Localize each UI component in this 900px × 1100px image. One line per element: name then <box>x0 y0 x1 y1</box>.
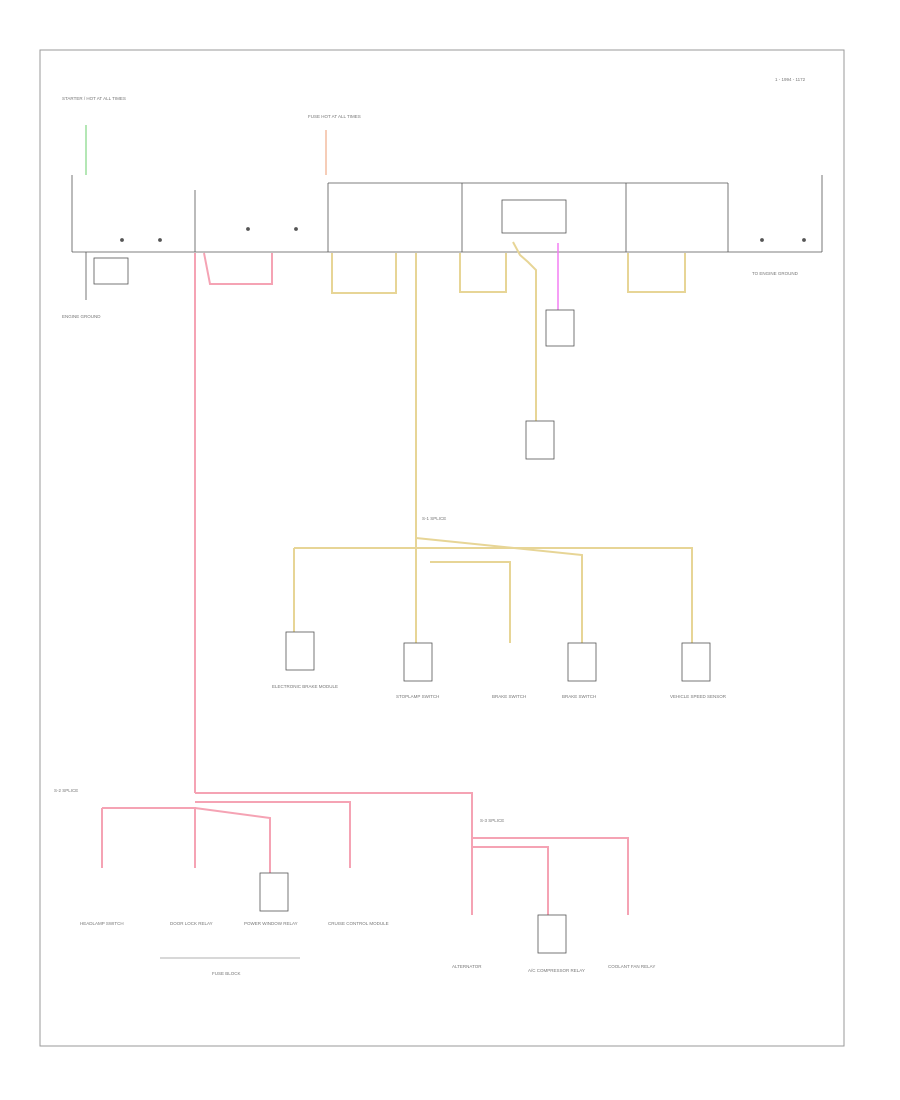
fuse-bus <box>71 175 823 300</box>
top-left-source-label: STARTER / HOT AT ALL TIMES <box>62 96 126 101</box>
diagram-id: 1 - 1994 - 1172 <box>775 77 806 82</box>
pink-load-3: POWER WINDOW RELAY <box>244 921 298 926</box>
pink-load-1: HEADLAMP SWITCH <box>80 921 124 926</box>
yellow-load-3: BRAKE SWITCH <box>492 694 526 699</box>
pink-right-load-2: A/C COMPRESSOR RELAY <box>528 968 585 973</box>
diagram-frame <box>39 49 845 1047</box>
bottom-left-ground-label: ENGINE GROUND <box>62 314 101 319</box>
pink-load-2: DOOR LOCK RELAY <box>170 921 213 926</box>
yellow-load-2: STOPLAMP SWITCH <box>396 694 439 699</box>
components <box>259 309 711 954</box>
yellow-splice-label: S-1 SPLICE <box>422 516 446 521</box>
top-center-source-label: FUSE HOT AT ALL TIMES <box>308 114 361 119</box>
connector-group-label: FUSE BLOCK <box>212 971 241 976</box>
pink-right-load-1: ALTERNATOR <box>452 964 482 969</box>
pink-load-4: CRUISE CONTROL MODULE <box>328 921 389 926</box>
pink-splice-right-label: S-3 SPLICE <box>480 818 504 823</box>
right-ground-label: TO ENGINE GROUND <box>752 271 799 276</box>
yellow-load-4: BRAKE SWITCH <box>562 694 596 699</box>
pink-wires <box>101 252 629 915</box>
pink-splice-left-label: S-2 SPLICE <box>54 788 78 793</box>
yellow-load-1: ELECTRONIC BRAKE MODULE <box>272 684 338 689</box>
pink-right-load-3: COOLANT FAN RELAY <box>608 964 655 969</box>
yellow-load-5: VEHICLE SPEED SENSOR <box>670 694 727 699</box>
yellow-wires <box>293 241 693 645</box>
